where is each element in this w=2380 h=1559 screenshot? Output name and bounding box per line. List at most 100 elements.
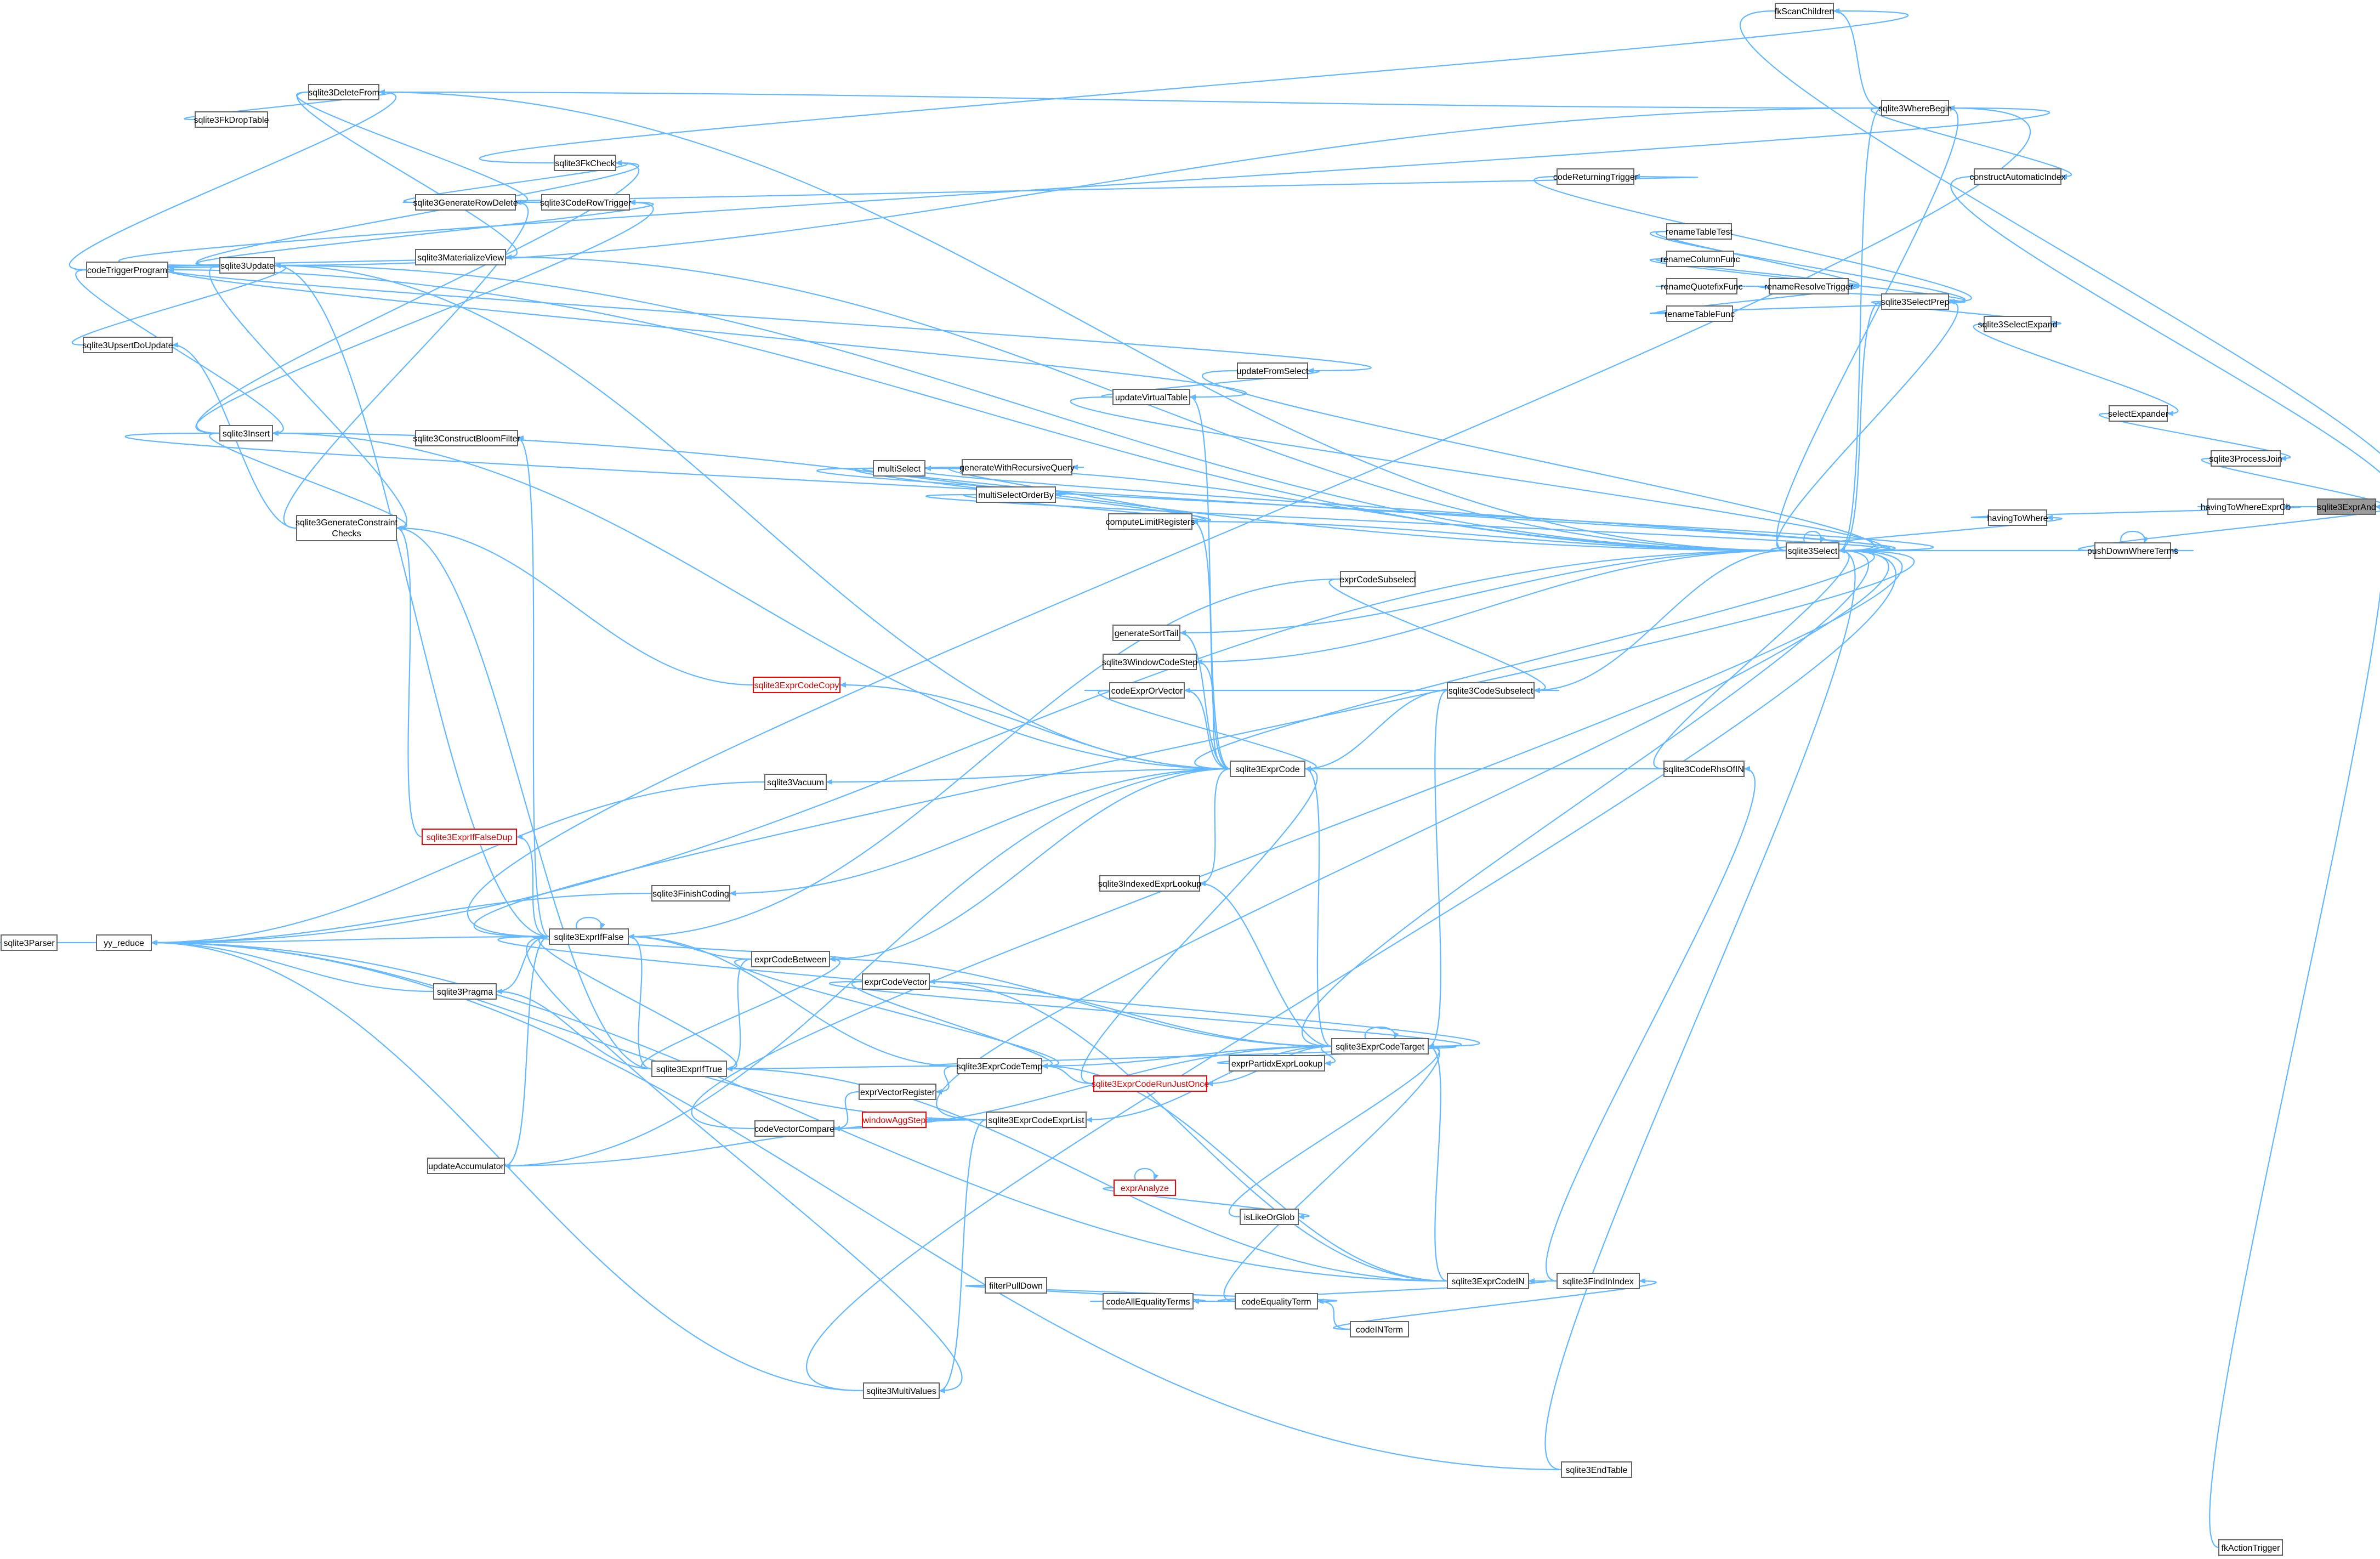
node-updateVirtualTable[interactable]: updateVirtualTable [1112,389,1190,405]
node-sqlite3IndexedExprLookup[interactable]: sqlite3IndexedExprLookup [1098,875,1202,892]
node-sqlite3ExprCode[interactable]: sqlite3ExprCode [1230,761,1305,777]
node-updateAccumulator[interactable]: updateAccumulator [427,1158,505,1174]
node-sqlite3ExprAnd[interactable]: sqlite3ExprAnd [2317,498,2376,515]
node-sqlite3ConstructBloomFilter[interactable]: sqlite3ConstructBloomFilter [413,430,520,446]
node-havingToWhereExprCb[interactable]: havingToWhereExprCb [2201,498,2291,515]
node-computeLimitRegisters[interactable]: computeLimitRegisters [1106,513,1195,530]
node-sqlite3Vacuum[interactable]: sqlite3Vacuum [764,774,827,790]
node-fkActionTrigger[interactable]: fkActionTrigger [2218,1539,2283,1556]
node-windowAggStep[interactable]: windowAggStep [862,1112,927,1128]
node-sqlite3Insert[interactable]: sqlite3Insert [219,425,273,441]
node-sqlite3EndTable[interactable]: sqlite3EndTable [1561,1461,1632,1478]
node-sqlite3ExprCodeExprList[interactable]: sqlite3ExprCodeExprList [986,1112,1087,1128]
node-sqlite3ExprIfFalseDup[interactable]: sqlite3ExprIfFalseDup [422,829,517,845]
node-box [422,829,517,845]
edge-exprCodeBetween-to-sqlite3ExprCodeTemp [734,958,1059,1069]
node-label: sqlite3FindInIndex [1563,1277,1634,1286]
node-pushDownWhereTerms[interactable]: pushDownWhereTerms [2087,542,2178,559]
node-codeTriggerProgram[interactable]: codeTriggerProgram [86,262,168,278]
node-exprVectorRegister[interactable]: exprVectorRegister [859,1084,936,1100]
edge-constructAutomaticIndex-to-sqlite3ExprAnd [1950,175,2380,509]
node-sqlite3Pragma[interactable]: sqlite3Pragma [433,983,497,1000]
node-exprCodeSubselect[interactable]: exprCodeSubselect [1339,571,1416,587]
node-isLikeOrGlob[interactable]: isLikeOrGlob [1240,1209,1299,1225]
node-yy_reduce[interactable]: yy_reduce [96,934,152,951]
node-constructAutomaticIndex[interactable]: constructAutomaticIndex [1969,168,2066,185]
node-sqlite3Update[interactable]: sqlite3Update [219,257,275,274]
node-exprCodeBetween[interactable]: exprCodeBetween [751,951,830,967]
node-sqlite3SelectExpand[interactable]: sqlite3SelectExpand [1978,316,2058,332]
node-label: filterPullDown [989,1282,1043,1291]
node-havingToWhere[interactable]: havingToWhere [1987,509,2048,526]
node-sqlite3ProcessJoin[interactable]: sqlite3ProcessJoin [2209,450,2282,467]
node-codeEqualityTerm[interactable]: codeEqualityTerm [1235,1293,1318,1309]
node-sqlite3Parser[interactable]: sqlite3Parser [1,934,58,951]
node-renameResolveTrigger[interactable]: renameResolveTrigger [1764,278,1854,294]
node-box [2094,542,2171,559]
node-box [308,84,379,100]
node-sqlite3UpsertDoUpdate[interactable]: sqlite3UpsertDoUpdate [82,337,173,353]
node-sqlite3CodeRhsOfIN[interactable]: sqlite3CodeRhsOfIN [1663,761,1745,777]
node-sqlite3GenerateRowDelete[interactable]: sqlite3GenerateRowDelete [413,194,518,211]
node-sqlite3DeleteFrom[interactable]: sqlite3DeleteFrom [308,84,379,100]
node-box [1974,168,2061,185]
edge-sqlite3CodeSubselect-to-sqlite3ExprCodeTarget [1428,689,1448,1049]
node-sqlite3ExprCodeRunJustOnce[interactable]: sqlite3ExprCodeRunJustOnce [1092,1075,1209,1092]
node-renameColumnFunc[interactable]: renameColumnFunc [1661,251,1740,267]
edge-sqlite3ExprCodeTarget-to-exprCodeBetween [829,956,1332,1047]
node-sqlite3FkCheck[interactable]: sqlite3FkCheck [554,155,616,171]
edge-renameColumnFunc-to-renameResolveTrigger [1655,258,1860,289]
node-sqlite3ExprCodeTemp[interactable]: sqlite3ExprCodeTemp [957,1058,1043,1074]
edge-sqlite3ProcessJoin-to-sqlite3ExprAnd [2201,457,2380,509]
edge-sqlite3ExprCodeExprList-to-sqlite3MultiValues [939,1119,987,1393]
node-sqlite3MaterializeView[interactable]: sqlite3MaterializeView [415,249,506,265]
node-box [1666,305,1733,322]
edge-sqlite3ExprCodeTemp-to-exprVectorRegister [935,1065,958,1095]
node-label: exprCodeBetween [754,955,827,965]
node-sqlite3MultiValues[interactable]: sqlite3MultiValues [863,1382,940,1399]
node-selectExpander[interactable]: selectExpander [2108,405,2169,422]
edge-sqlite3Select-to-sqlite3SelectPrep [1776,299,1959,552]
node-filterPullDown[interactable]: filterPullDown [985,1277,1047,1294]
node-codeExprOrVector[interactable]: codeExprOrVector [1109,682,1185,699]
node-codeReturningTrigger[interactable]: codeReturningTrigger [1553,168,1638,185]
edge-sqlite3ExprIfFalse-to-sqlite3MultiValues [526,936,963,1393]
node-renameQuotefixFunc[interactable]: renameQuotefixFunc [1661,278,1743,294]
node-multiSelect[interactable]: multiSelect [873,460,925,477]
node-sqlite3ExprIfTrue[interactable]: sqlite3ExprIfTrue [651,1061,727,1077]
edge-sqlite3ExprIfFalse-to-sqlite3ExprIfFalse [576,916,605,929]
node-sqlite3CodeSubselect[interactable]: sqlite3CodeSubselect [1447,682,1535,699]
node-exprPartidxExprLookup[interactable]: exprPartidxExprLookup [1229,1055,1325,1072]
node-exprAnalyze[interactable]: exprAnalyze [1114,1180,1176,1196]
node-sqlite3Select[interactable]: sqlite3Select [1786,542,1839,559]
node-multiSelectOrderBy[interactable]: multiSelectOrderBy [976,486,1056,503]
node-generateWithRecursiveQuery[interactable]: generateWithRecursiveQuery [959,459,1075,475]
node-sqlite3CodeRowTrigger[interactable]: sqlite3CodeRowTrigger [540,194,632,211]
node-sqlite3WindowCodeStep[interactable]: sqlite3WindowCodeStep [1102,654,1197,670]
node-codeVectorCompare[interactable]: codeVectorCompare [754,1120,834,1137]
node-fkScanChildren[interactable]: fkScanChildren [1775,3,1834,19]
node-box [1108,513,1192,530]
node-sqlite3ExprIfFalse[interactable]: sqlite3ExprIfFalse [549,928,629,945]
edge-sqlite3ExprCode-to-sqlite3Vacuum [826,768,1231,785]
node-generateSortTail[interactable]: generateSortTail [1112,625,1180,641]
node-sqlite3FkDropTable[interactable]: sqlite3FkDropTable [194,111,269,128]
edge-sqlite3Insert-to-sqlite3CodeRowTrigger [195,200,654,434]
node-label: sqlite3Insert [223,429,270,439]
node-codeINTerm[interactable]: codeINTerm [1350,1321,1409,1337]
node-renameTableFunc[interactable]: renameTableFunc [1665,305,1735,322]
node-sqlite3FindInIndex[interactable]: sqlite3FindInIndex [1557,1273,1640,1289]
node-renameTableTest[interactable]: renameTableTest [1666,223,1733,240]
node-updateFromSelect[interactable]: updateFromSelect [1237,362,1309,379]
node-sqlite3ExprCodeCopy[interactable]: sqlite3ExprCodeCopy [753,677,840,693]
node-sqlite3FinishCoding[interactable]: sqlite3FinishCoding [651,885,730,902]
node-sqlite3ExprCodeTarget[interactable]: sqlite3ExprCodeTarget [1331,1038,1429,1055]
node-sqlite3ExprCodeIN[interactable]: sqlite3ExprCodeIN [1447,1273,1529,1289]
node-sqlite3WhereBegin[interactable]: sqlite3WhereBegin [1878,100,1952,116]
node-exprCodeVector[interactable]: exprCodeVector [862,973,930,990]
node-sqlite3SelectPrep[interactable]: sqlite3SelectPrep [1881,293,1950,310]
node-label: sqlite3ExprCodeTemp [957,1062,1043,1072]
node-codeAllEqualityTerms[interactable]: codeAllEqualityTerms [1103,1293,1194,1309]
